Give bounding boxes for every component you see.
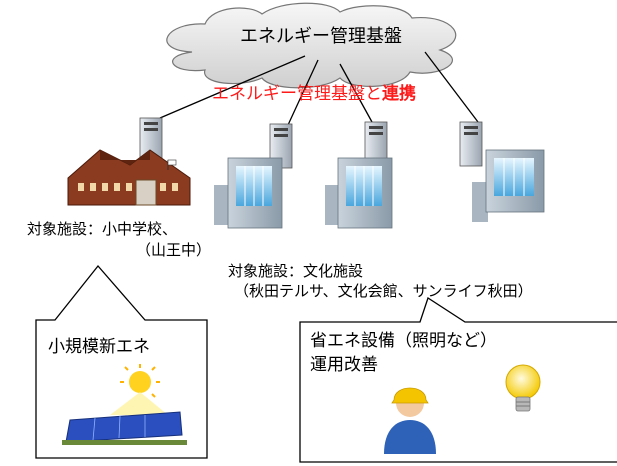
- link-emphasis: 連携: [382, 84, 416, 104]
- box-right-line1: 省エネ設備（照明など）: [310, 331, 497, 351]
- school-building-icon: [67, 149, 191, 206]
- box-left-title: 小規模新エネ: [48, 337, 150, 357]
- culture-label-line2: （秋田テルサ、文化会館、サンライフ秋田）: [234, 282, 533, 300]
- connection-lines: [159, 51, 479, 126]
- office-building-icon: [472, 149, 545, 222]
- office-building-icon: [214, 157, 283, 229]
- lightbulb-icon: [505, 364, 541, 412]
- box-right-line2: 運用改善: [310, 355, 378, 375]
- callout-box-left: [35, 264, 208, 459]
- school-label-line2: （山王中）: [136, 241, 212, 259]
- cloud-icon: [166, 2, 457, 89]
- cloud-label: エネルギー管理基盤: [240, 26, 402, 47]
- solar-panel-icon: [62, 364, 187, 445]
- worker-icon: [384, 387, 436, 454]
- culture-label-line1: 対象施設：文化施設: [228, 262, 364, 280]
- office-building-icon: [325, 157, 393, 229]
- callout-box-right: [299, 296, 617, 463]
- server-icon: [269, 123, 293, 169]
- link-text: エネルギー管理基盤と: [212, 84, 382, 104]
- school-label-line1: 対象施設：小中学校、: [27, 220, 178, 238]
- server-icon: [139, 117, 163, 163]
- link-label: エネルギー管理基盤と連携: [212, 84, 416, 105]
- server-icon: [459, 121, 483, 167]
